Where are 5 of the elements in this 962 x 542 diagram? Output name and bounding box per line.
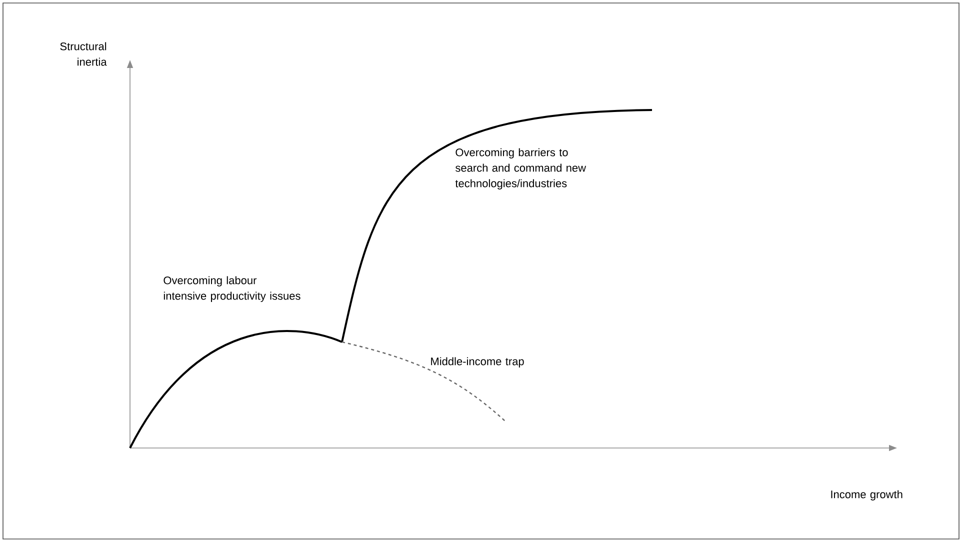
annotation-text: Middle-income trap xyxy=(431,357,524,368)
axis-label: Income growth xyxy=(831,490,902,500)
annotation-text: Overcoming labour intensive productivity issues xyxy=(164,276,300,302)
axis-label: Structural inertia xyxy=(60,42,107,66)
annotation-text: Overcoming barriers to search and command new technologies/industries xyxy=(455,148,586,190)
